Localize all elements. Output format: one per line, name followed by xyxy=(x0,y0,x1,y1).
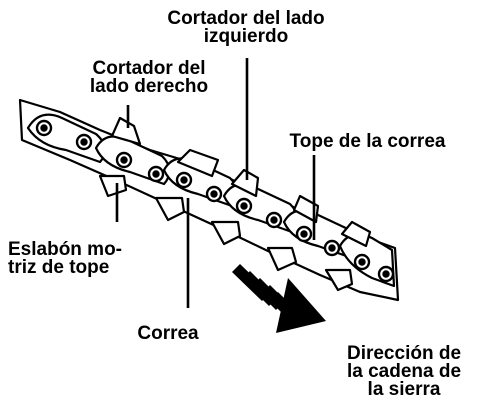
drive-link-label-line-1: Eslabón mo- xyxy=(8,239,123,260)
chain-rivets xyxy=(35,119,395,283)
tie-strap-label-line-1: Correa xyxy=(137,323,199,344)
right-cutter-label-line-1: Cortador del xyxy=(92,58,206,79)
left-cutter-label-line-1: Cortador del lado xyxy=(167,8,325,29)
right-cutter-label: Cortador del lado derecho xyxy=(66,58,232,97)
chain-direction-label-line-3: la sierra xyxy=(367,379,441,400)
depth-gauge-label-line-1: Tope de la correa xyxy=(289,131,446,152)
chain-direction-label: Dirección de la cadena de la sierra xyxy=(328,343,480,400)
left-cutter-label: Cortador del lado izquierdo xyxy=(141,8,351,47)
left-cutter-label-line-2: izquierdo xyxy=(203,26,289,47)
drive-link-label-line-2: triz de tope xyxy=(8,257,110,278)
right-cutter-label-line-2: lado derecho xyxy=(89,76,209,97)
leader-lines xyxy=(115,58,316,308)
tie-strap-label: Correa xyxy=(118,323,218,344)
drive-link-label: Eslabón mo- triz de tope xyxy=(8,239,168,278)
depth-gauge-label: Tope de la correa xyxy=(265,131,470,152)
chain-direction-label-line-1: Dirección de xyxy=(346,343,462,364)
chain-direction-label-line-2: la cadena de xyxy=(346,361,462,382)
striped-arrow-icon xyxy=(232,264,326,333)
